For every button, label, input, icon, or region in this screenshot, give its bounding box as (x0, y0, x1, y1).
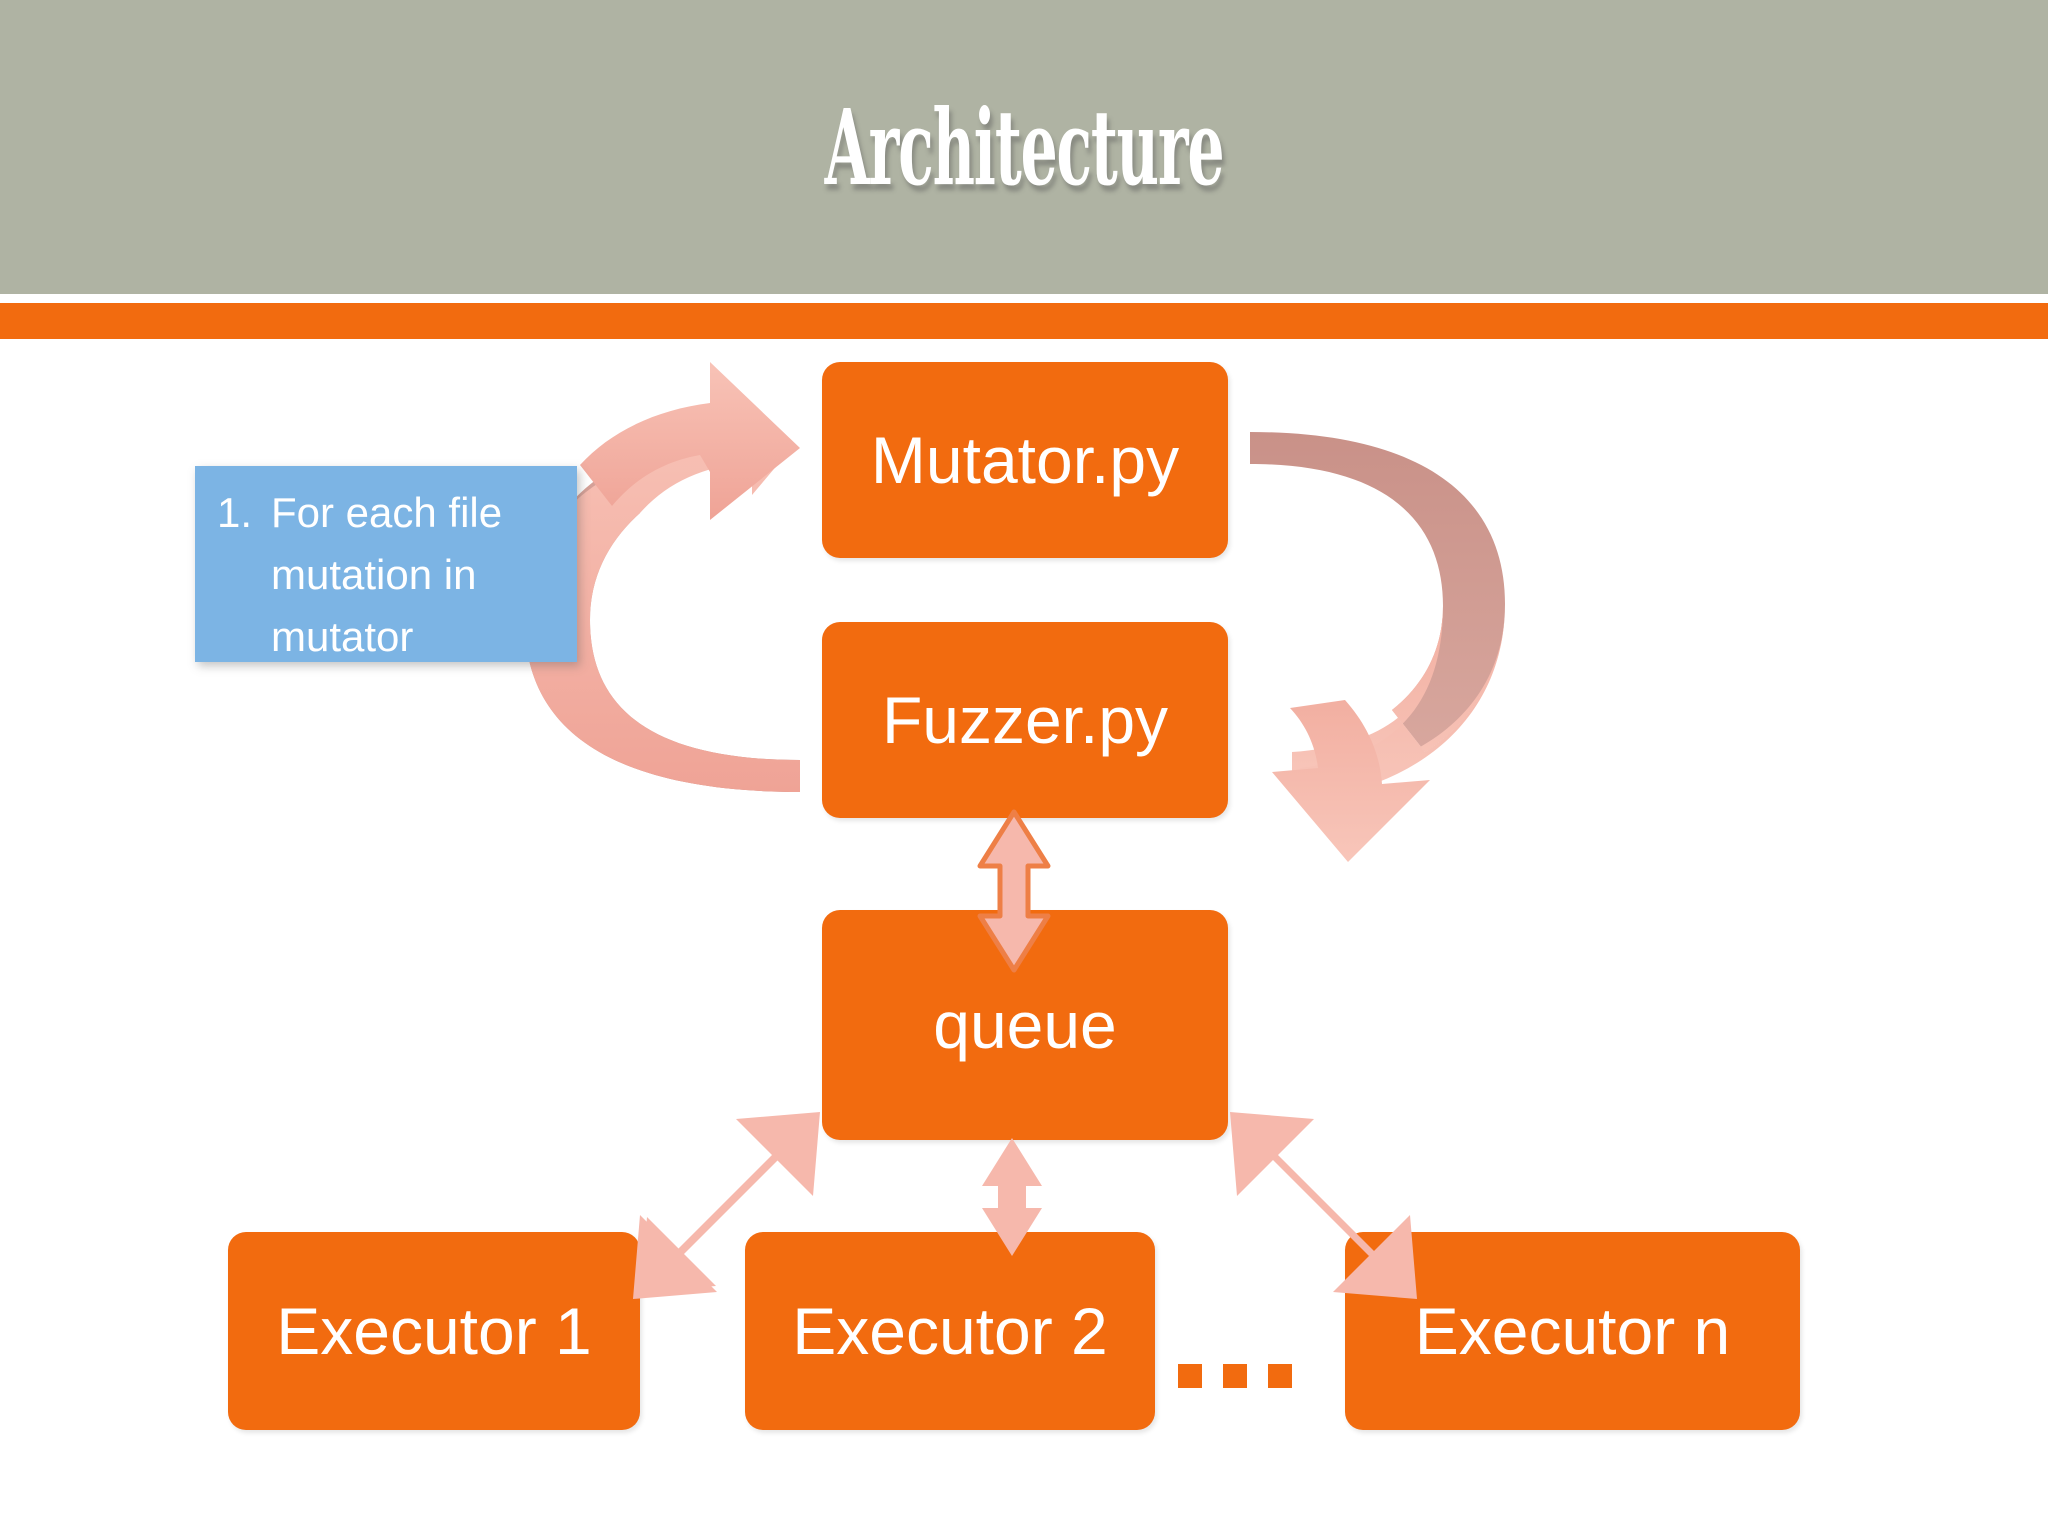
ellipsis-dots (1178, 1364, 1292, 1388)
node-fuzzer-label: Fuzzer.py (881, 683, 1169, 757)
ellipsis-dot (1268, 1364, 1292, 1388)
header-band (0, 0, 2048, 294)
page-title: Architecture (824, 86, 1225, 209)
node-queue[interactable]: queue (822, 910, 1228, 1140)
node-executor-n[interactable]: Executor n (1345, 1232, 1800, 1430)
callout-box-step-1[interactable]: 1. For each file mutation in mutator (195, 466, 577, 662)
ellipsis-dot (1223, 1364, 1247, 1388)
callout-row: 1. For each file mutation in mutator (195, 482, 577, 668)
accent-bar (0, 303, 2048, 339)
node-executor-1[interactable]: Executor 1 (228, 1232, 640, 1430)
node-queue-label: queue (933, 988, 1117, 1062)
node-mutator[interactable]: Mutator.py (822, 362, 1228, 558)
callout-text: For each file mutation in mutator (271, 489, 503, 660)
callout-number: 1. (217, 489, 253, 536)
arrow-mutator-to-fuzzer (1250, 432, 1505, 862)
node-executor-2-label: Executor 2 (792, 1294, 1108, 1368)
node-fuzzer[interactable]: Fuzzer.py (822, 622, 1228, 818)
node-mutator-label: Mutator.py (870, 423, 1180, 497)
node-executor-2[interactable]: Executor 2 (745, 1232, 1155, 1430)
ellipsis-dot (1178, 1364, 1202, 1388)
node-executor-n-label: Executor n (1414, 1294, 1731, 1368)
node-executor-1-label: Executor 1 (276, 1294, 592, 1368)
